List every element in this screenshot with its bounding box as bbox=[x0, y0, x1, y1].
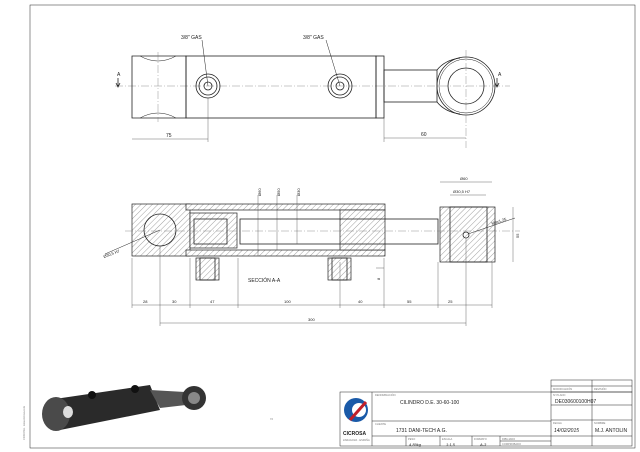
dim-100: 100 bbox=[284, 299, 291, 304]
dim-25: 25 bbox=[448, 299, 453, 304]
scale: 1:1,5 bbox=[446, 442, 456, 447]
sheet-number: 72 bbox=[270, 417, 273, 421]
label-revision: REVISIÓN bbox=[594, 386, 607, 391]
isometric-view bbox=[42, 385, 206, 431]
port-label-2: 3/8" GAS bbox=[303, 35, 324, 41]
label-mod: MODIFICACIÓN bbox=[553, 386, 572, 391]
diam-30: Ø30 bbox=[296, 188, 301, 196]
top-view: 3/8" GAS 3/8" GAS 75 60 A A bbox=[115, 35, 510, 148]
dim-40: 40 bbox=[358, 299, 363, 304]
company-name: CICROSA bbox=[343, 431, 366, 437]
label-date: FECHA bbox=[553, 421, 562, 425]
label-drawing: Nº PLANO bbox=[553, 393, 565, 397]
dim-30: 30 bbox=[172, 299, 177, 304]
label-format: FORMATO bbox=[474, 437, 487, 441]
section-mark-right: A bbox=[498, 72, 502, 78]
rod-end-outer: Ø60 bbox=[460, 176, 468, 181]
company-sub: ZARAGOZA · ESPAÑA bbox=[343, 437, 370, 442]
label-weight: PESO bbox=[408, 437, 415, 441]
format: A-3 bbox=[479, 442, 487, 447]
rod-end-inner: Ø30,5 H7 bbox=[453, 189, 471, 194]
label-name: DENOMINACIÓN bbox=[375, 392, 396, 397]
weight: 4,89kg bbox=[409, 442, 422, 447]
port-2 bbox=[327, 73, 353, 99]
part-name: CILINDRO D.E. 30-60-100 bbox=[400, 400, 459, 406]
label-checked: COMPROBADO bbox=[502, 442, 521, 446]
dim-47: 47 bbox=[210, 299, 215, 304]
dim-28: 28 bbox=[143, 299, 148, 304]
thread-label: M8x1,25 bbox=[491, 216, 508, 226]
label-scale: ESCALA bbox=[442, 437, 453, 441]
sheet-border bbox=[29, 4, 636, 449]
title-block: CICROSA ZARAGOZA · ESPAÑA DENOMINACIÓN C… bbox=[339, 379, 633, 447]
dim-55: 55 bbox=[407, 299, 412, 304]
small-dim-8: 8 bbox=[376, 277, 381, 280]
client: 1731 DANI-TECH A.G. bbox=[396, 428, 447, 434]
dim-300: 300 bbox=[308, 317, 315, 322]
dimension-row: 28 30 47 100 40 55 25 300 bbox=[131, 238, 493, 326]
diam-50: Ø50 bbox=[276, 188, 281, 196]
diam-60: Ø60 bbox=[257, 188, 262, 196]
date: 14/02/2015 bbox=[554, 428, 579, 434]
height-55: 55 bbox=[515, 233, 520, 238]
port-label-1: 3/8" GAS bbox=[181, 35, 202, 41]
drawing-number: DE030600100H07 bbox=[555, 399, 596, 405]
section-mark-left: A bbox=[117, 72, 121, 78]
label-author: NOMBRE bbox=[594, 421, 606, 425]
dim-75: 75 bbox=[166, 133, 172, 139]
section-view: Ø60 Ø50 Ø30 Ø60 Ø30,5 H7 M8x1,25 55 Ø30,… bbox=[103, 176, 520, 326]
side-strip-text: CICROSA · www.cicrosa.com bbox=[22, 406, 26, 440]
eye-diam: Ø30,5 H7 bbox=[103, 248, 122, 259]
author: M.J. ANTOLIN bbox=[595, 428, 628, 434]
company-logo bbox=[344, 398, 368, 422]
label-drawn: DIBUJADO bbox=[502, 437, 515, 441]
section-title: SECCIÓN A-A bbox=[248, 277, 281, 284]
label-client: CLIENTE bbox=[375, 422, 386, 426]
dim-60: 60 bbox=[421, 132, 427, 138]
